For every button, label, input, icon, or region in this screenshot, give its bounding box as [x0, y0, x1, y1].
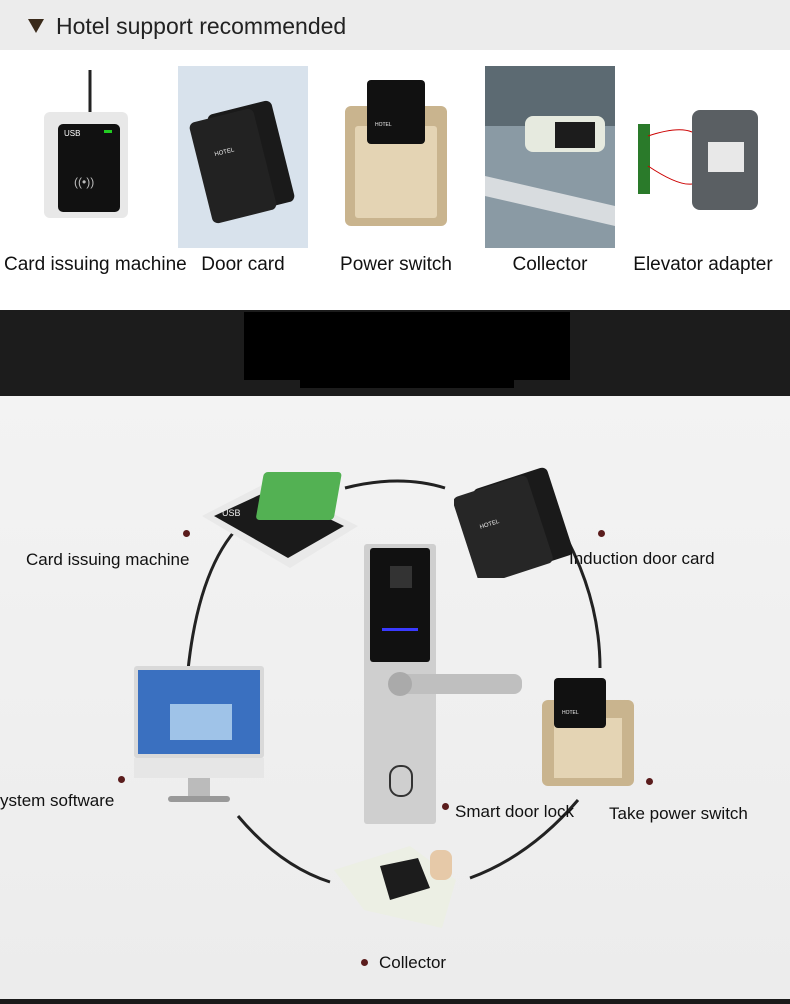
svg-text:HOTEL: HOTEL	[562, 710, 579, 716]
product-label: Elevator adapter	[633, 254, 773, 275]
section-header: Hotel support recommended	[24, 6, 782, 46]
banner-block-lower	[300, 360, 514, 388]
induction-card-image: HOTEL	[454, 467, 573, 578]
label-smart-door-lock: Smart door lock	[455, 802, 575, 821]
product-collector[interactable]: Collector	[485, 66, 615, 275]
label-dot	[118, 776, 125, 783]
product-card-issuing-machine[interactable]: USB ((•)) Card issuing machine	[4, 66, 187, 275]
label-dot	[442, 803, 449, 810]
label-dot	[183, 530, 190, 537]
product-label: Collector	[512, 254, 588, 275]
product-label: Card issuing machine	[4, 254, 187, 275]
product-label: Power switch	[340, 254, 452, 275]
svg-text:HOTEL: HOTEL	[214, 147, 236, 158]
card-reader-device: USB	[202, 472, 358, 568]
svg-text:((•)): ((•))	[74, 175, 94, 189]
svg-text:USB: USB	[64, 129, 80, 138]
collector-image	[485, 66, 615, 248]
door-card-image: HOTEL	[178, 66, 308, 248]
label-take-power-switch: Take power switch	[609, 804, 748, 823]
section-title: Hotel support recommended	[56, 12, 347, 39]
product-power-switch[interactable]: HOTEL Power switch	[331, 66, 461, 275]
take-power-switch-image: HOTEL	[542, 678, 634, 786]
label-dot	[361, 959, 368, 966]
triangle-down-icon	[28, 19, 44, 33]
product-door-card[interactable]: HOTEL Door card	[178, 66, 308, 275]
system-diagram: USB HOTEL HOTEL Card issuing	[0, 396, 790, 1000]
label-dot	[598, 530, 605, 537]
bottom-border	[0, 999, 790, 1004]
collector-image	[334, 846, 456, 928]
label-card-issuing-machine: Card issuing machine	[26, 550, 190, 569]
elevator-adapter-image	[638, 66, 768, 248]
label-system-software: ystem software	[0, 791, 115, 810]
power-switch-image: HOTEL	[331, 66, 461, 248]
card-reader-image: USB ((•))	[24, 66, 154, 248]
product-elevator-adapter[interactable]: Elevator adapter	[633, 66, 773, 275]
smart-door-lock-image	[364, 544, 522, 824]
label-collector: Collector	[379, 953, 447, 972]
label-induction-door-card: Induction door card	[569, 549, 715, 568]
svg-text:HOTEL: HOTEL	[375, 122, 392, 128]
label-dot	[646, 778, 653, 785]
computer-monitor-image	[134, 666, 264, 802]
product-label: Door card	[201, 254, 285, 275]
product-row: USB ((•)) Card issuing machine HOTEL Doo…	[0, 66, 790, 296]
svg-text:USB: USB	[222, 508, 241, 518]
